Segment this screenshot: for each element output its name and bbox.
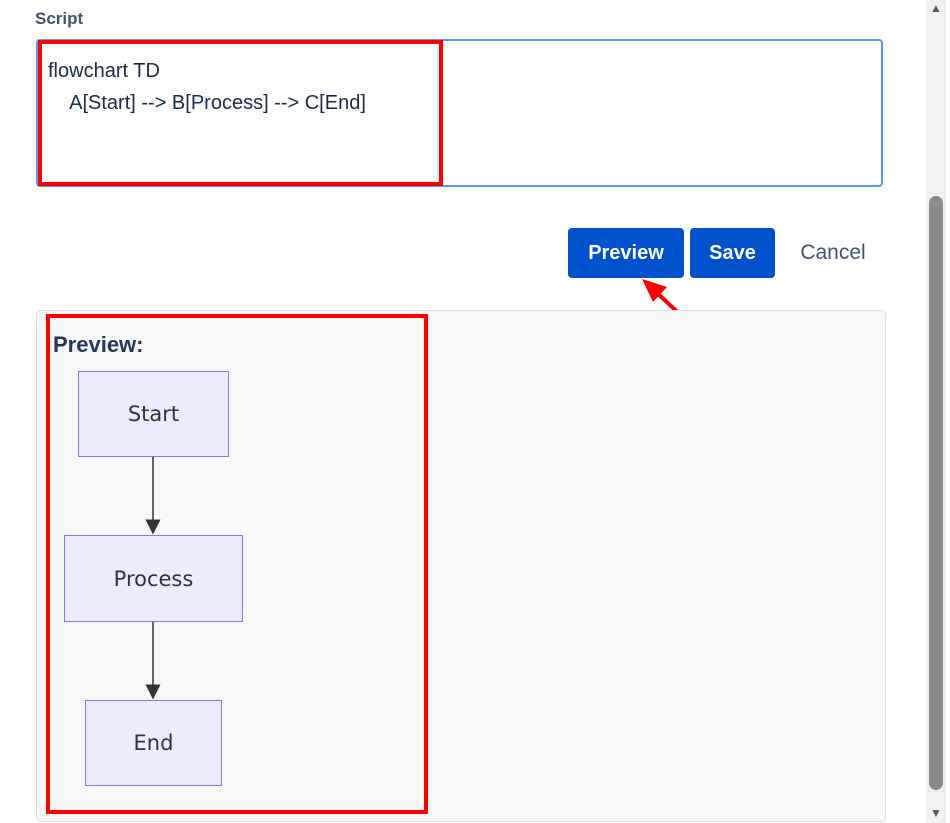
script-label: Script [35,9,84,28]
flowchart-node-start: Start [78,371,229,457]
flowchart-node-process: Process [64,535,243,622]
preview-button[interactable]: Preview [568,228,684,278]
scroll-up-icon[interactable]: ▲ [930,1,942,15]
save-button[interactable]: Save [690,228,775,278]
script-input[interactable] [36,39,883,187]
scroll-down-icon[interactable]: ▼ [930,806,942,820]
cancel-button[interactable]: Cancel [785,228,881,278]
flowchart-node-end: End [85,700,222,786]
preview-title: Preview: [53,332,144,357]
scrollbar-thumb[interactable] [929,196,943,790]
